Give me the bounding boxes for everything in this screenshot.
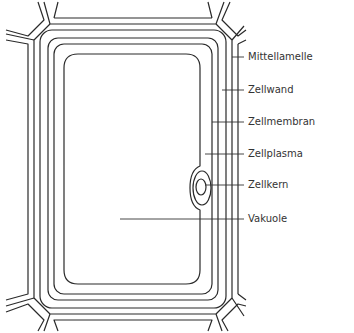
part-label: Vakuole <box>248 213 287 225</box>
part-label: Mittellamelle <box>248 51 313 63</box>
leader-lines <box>120 57 244 219</box>
part-label: Zellmembran <box>248 116 315 128</box>
part-label: Zellwand <box>248 84 294 96</box>
part-label: Zellkern <box>248 179 288 191</box>
lamella-branches <box>6 2 244 331</box>
part-label: Zellplasma <box>248 148 303 160</box>
cell-wall-outer <box>40 30 226 308</box>
vacuole <box>64 54 200 284</box>
nucleolus <box>196 179 206 195</box>
cell-wall-inner <box>48 38 218 300</box>
neighbour-walls <box>6 2 246 331</box>
middle-lamella <box>34 24 232 314</box>
neighbour-walls-sides <box>237 44 238 294</box>
cell-membrane <box>54 44 212 294</box>
nucleus <box>193 171 211 205</box>
